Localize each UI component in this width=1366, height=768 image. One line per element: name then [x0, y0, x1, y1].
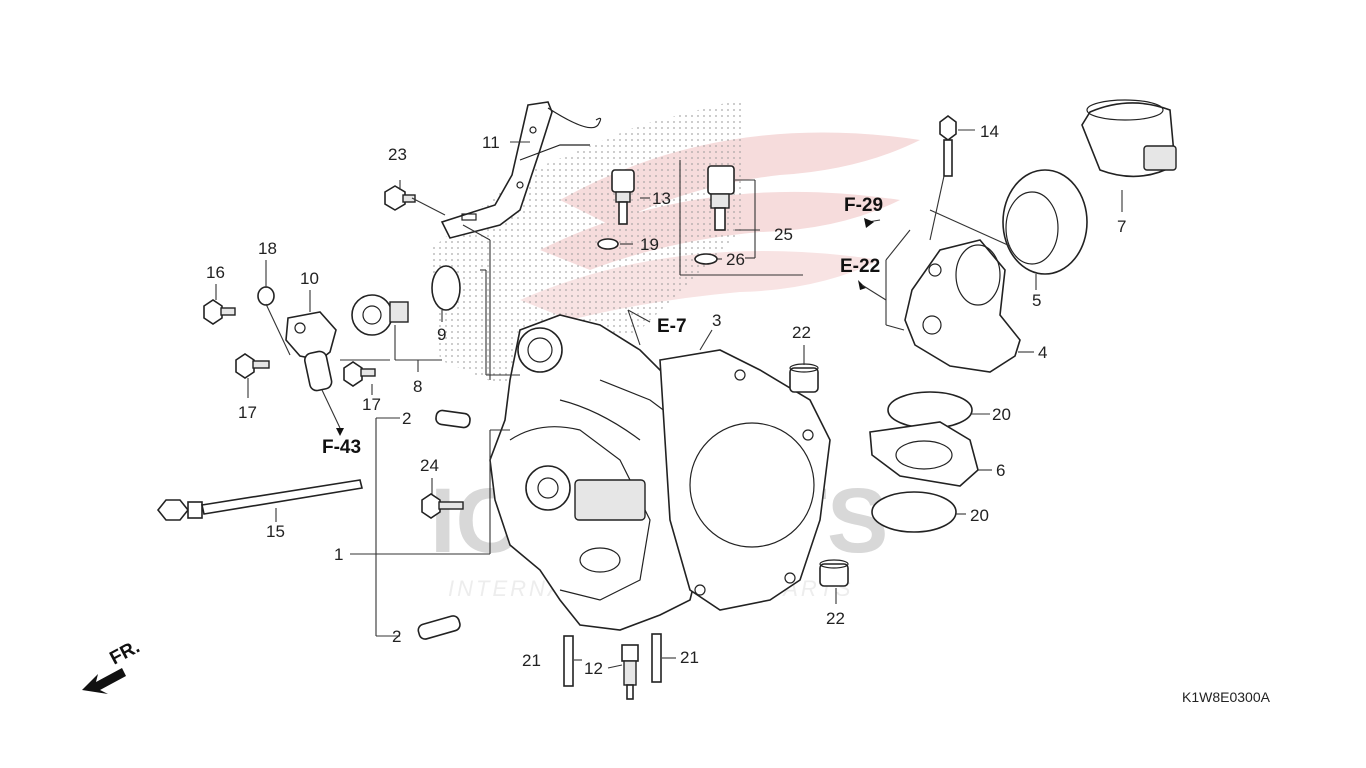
- callout-3: 3: [712, 311, 721, 330]
- callout-4: 4: [1038, 343, 1047, 362]
- callout-12: 12: [584, 659, 603, 678]
- callout-15: 15: [266, 522, 285, 541]
- stud-bolt-part-15: [156, 479, 363, 521]
- sensor-part-25: [707, 165, 735, 231]
- bolt-part-16: [203, 299, 236, 325]
- washer-part-26: [694, 253, 718, 265]
- ref-e7[interactable]: E-7: [657, 316, 687, 337]
- bolt-part-14: [939, 115, 957, 177]
- ref-f29[interactable]: F-29: [844, 195, 883, 216]
- callout-20b: 20: [970, 506, 989, 525]
- callout-19: 19: [640, 235, 659, 254]
- front-direction-arrow: FR.: [82, 637, 143, 694]
- callout-6: 6: [996, 461, 1005, 480]
- bolt-part-17a: [235, 353, 270, 379]
- callout-22a: 22: [792, 323, 811, 342]
- thermostat-part-8: [351, 294, 409, 336]
- callout-14: 14: [980, 122, 999, 141]
- guide-part-2a: [435, 409, 471, 429]
- callout-9: 9: [437, 325, 446, 344]
- intake-manifold-part-4: [904, 239, 1021, 373]
- ref-e22[interactable]: E-22: [840, 256, 880, 277]
- bolt-part-24: [421, 493, 464, 519]
- bolt-part-23: [384, 185, 416, 211]
- cylinder-head-part-1: [489, 314, 711, 631]
- guide-part-2b: [417, 615, 461, 640]
- callout-17b: 17: [362, 395, 381, 414]
- callout-10: 10: [300, 269, 319, 288]
- insulator-part-5: [1002, 169, 1088, 275]
- spark-plug-part-12: [621, 644, 639, 700]
- svg-text:FR.: FR.: [106, 637, 143, 670]
- washer-part-18: [257, 286, 275, 306]
- oring-part-20a: [887, 391, 973, 429]
- dowel-pin-part-22b: [819, 559, 849, 587]
- callout-11: 11: [482, 133, 500, 152]
- callout-8: 8: [413, 377, 422, 396]
- callout-24: 24: [420, 456, 439, 475]
- stud-part-21a: [563, 635, 574, 687]
- callout-labels: 1 2 2 3 4 5 6 7 8 9 10 11 12 13 14 15 16…: [206, 122, 1126, 678]
- dotted-shading-area: [430, 98, 745, 385]
- callout-18: 18: [258, 239, 277, 258]
- thermostat-cover-part-10: [285, 311, 337, 392]
- callout-26: 26: [726, 250, 745, 269]
- oring-part-20b: [871, 491, 957, 533]
- callout-25: 25: [774, 225, 793, 244]
- ref-f43[interactable]: F-43: [322, 437, 361, 458]
- clamp-band-part-7: [1081, 99, 1177, 178]
- sensor-part-13: [611, 169, 635, 225]
- callout-7: 7: [1117, 217, 1126, 236]
- callout-13: 13: [652, 189, 671, 208]
- callout-2b: 2: [392, 627, 401, 646]
- callout-5: 5: [1032, 291, 1041, 310]
- diagram-part-code: K1W8E0300A: [1182, 689, 1271, 705]
- callout-17a: 17: [238, 403, 257, 422]
- callout-23: 23: [388, 145, 407, 164]
- callout-20a: 20: [992, 405, 1011, 424]
- section-references: E-7 E-22 F-29 F-43: [322, 195, 883, 458]
- bolt-part-17b: [343, 361, 376, 387]
- callout-22b: 22: [826, 609, 845, 628]
- callout-2a: 2: [402, 409, 411, 428]
- callout-16: 16: [206, 263, 225, 282]
- dowel-pin-part-22a: [789, 363, 819, 393]
- bracket-part-11: [440, 101, 602, 239]
- oring-part-9: [431, 265, 461, 311]
- callout-21b: 21: [680, 648, 699, 667]
- callout-1: 1: [334, 545, 343, 564]
- gasket-part-6: [869, 421, 979, 487]
- stud-part-21b: [651, 633, 662, 683]
- washer-part-19: [597, 238, 619, 250]
- gasket-part-3: [659, 349, 831, 611]
- callout-21a: 21: [522, 651, 541, 670]
- leader-lines: [215, 129, 1123, 669]
